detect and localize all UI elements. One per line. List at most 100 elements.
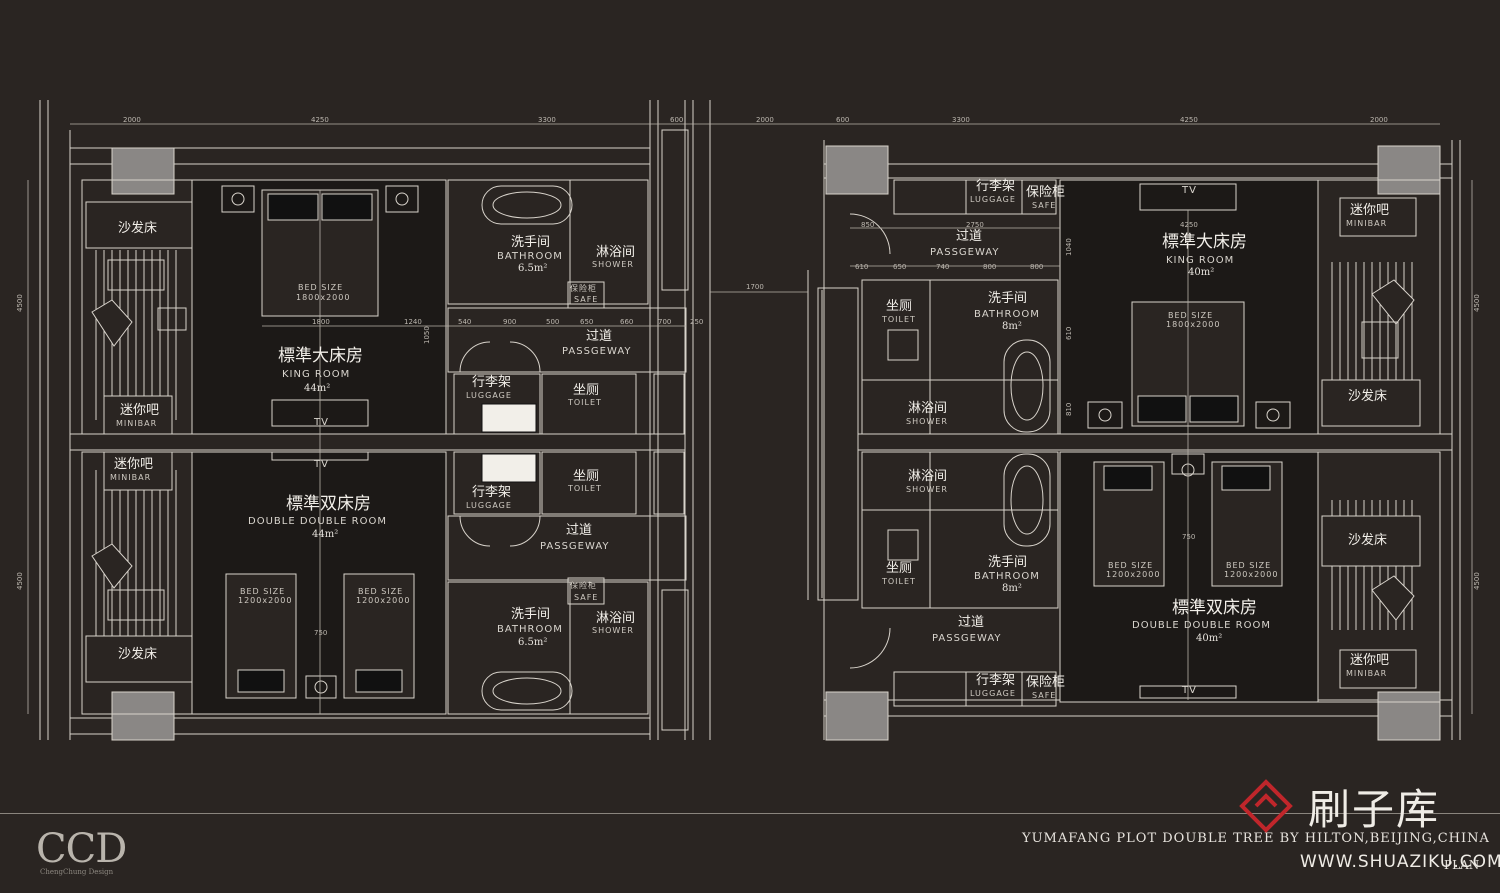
dim-right-vert-2: 610 [1065, 326, 1073, 340]
left-king-room-zh: 標準大床房 [278, 346, 363, 366]
right-king-minibar-zh: 迷你吧 [1350, 203, 1390, 218]
right-top-bathroom-zh: 洗手间 [988, 291, 1028, 306]
dim-top-left-4: 600 [670, 116, 684, 124]
left-top-shower-zh: 淋浴间 [596, 245, 636, 260]
left-bottom-shower-en: SHOWER [592, 626, 634, 635]
right-king-bed-size: BED SIZE [1168, 311, 1214, 320]
right-king-minibar-en: MINIBAR [1346, 219, 1388, 228]
left-plan-linework [39, 100, 711, 741]
right-bottom-passage-zh: 过道 [958, 615, 985, 630]
dim-left-mid-6: 650 [580, 318, 594, 326]
dim-left-mid-4: 900 [503, 318, 517, 326]
left-top-bathroom-zh: 洗手间 [511, 235, 551, 250]
dim-top-right-2: 3300 [952, 116, 970, 124]
dim-right-vert-3: 810 [1065, 402, 1073, 416]
dim-top-left-3: 3300 [538, 116, 556, 124]
brush-logo-icon [1239, 779, 1293, 833]
plan-label: PLAN [1444, 858, 1480, 872]
left-top-passage-zh: 过道 [586, 329, 613, 344]
right-double-sofa-bed: 沙发床 [1348, 533, 1388, 548]
left-bottom-toilet-zh: 坐厕 [573, 469, 600, 484]
left-bottom-passage-en: PASSGEWAY [540, 541, 610, 552]
dim-right-row1-2: 2750 [966, 221, 984, 229]
dim-left-side-2: 4500 [16, 572, 24, 590]
dim-right-row2-2: 650 [893, 263, 907, 271]
studio-logo: CCD [36, 826, 127, 872]
left-top-toilet-zh: 坐厕 [573, 383, 600, 398]
right-double-bed2-dim: 1200x2000 [1224, 570, 1279, 579]
right-bottom-safe-zh: 保险柜 [1026, 675, 1066, 690]
left-double-room-zh: 標準双床房 [286, 494, 371, 514]
left-king-minibar-en: MINIBAR [116, 419, 158, 428]
left-double-room-en: DOUBLE DOUBLE ROOM [248, 516, 387, 527]
right-king-room-en: KING ROOM [1166, 255, 1235, 266]
footer-divider [0, 813, 1500, 814]
dim-top-right-1: 600 [836, 116, 850, 124]
dim-top-left-2: 4250 [311, 116, 329, 124]
right-double-minibar-zh: 迷你吧 [1350, 653, 1390, 668]
left-bottom-bathroom-area: 6.5m² [518, 637, 548, 648]
left-top-luggage-zh: 行李架 [472, 375, 512, 390]
left-bottom-safe-zh: 保险柜 [570, 581, 597, 590]
dim-between: 2000 [756, 116, 774, 124]
dim-right-row2-3: 740 [936, 263, 950, 271]
left-top-passage-en: PASSGEWAY [562, 346, 632, 357]
right-top-bathroom-area: 8m² [1002, 321, 1022, 332]
right-bottom-toilet-en: TOILET [882, 577, 916, 586]
left-double-room-area: 44m² [312, 529, 339, 540]
right-bottom-shower-en: SHOWER [906, 485, 948, 494]
dim-right-row1-3: 4250 [1180, 221, 1198, 229]
left-king-bed-dim: 1800x2000 [296, 293, 351, 302]
left-top-safe-en: SAFE [574, 295, 599, 304]
left-bottom-luggage-zh: 行李架 [472, 485, 512, 500]
right-king-bed-dim: 1800x2000 [1166, 320, 1221, 329]
left-king-bed-size: BED SIZE [298, 283, 344, 292]
right-top-passage-zh: 过道 [956, 229, 983, 244]
right-double-bed2-size: BED SIZE [1226, 561, 1272, 570]
left-king-tv: TV [314, 417, 329, 428]
left-double-bed2-dim: 1200x2000 [356, 596, 411, 605]
right-top-bathroom-en: BATHROOM [974, 309, 1040, 320]
dim-right-row2-5: 800 [1030, 263, 1044, 271]
right-top-luggage-zh: 行李架 [976, 179, 1016, 194]
right-double-room-zh: 標準双床房 [1172, 598, 1257, 618]
right-top-safe-en: SAFE [1032, 201, 1057, 210]
right-top-toilet-en: TOILET [882, 315, 916, 324]
right-double-room-en: DOUBLE DOUBLE ROOM [1132, 620, 1271, 631]
studio-name: ChengChung Design [40, 868, 114, 876]
dim-left-mid-1: 1800 [312, 318, 330, 326]
dim-right-side-1: 4500 [1473, 294, 1481, 312]
dim-left-bed-gap: 750 [314, 629, 328, 637]
dim-left-vert: 1050 [423, 326, 431, 344]
dim-right-bed-gap: 750 [1182, 533, 1196, 541]
right-bottom-shower-zh: 淋浴间 [908, 469, 948, 484]
left-bottom-safe-en: SAFE [574, 593, 599, 602]
right-bottom-safe-en: SAFE [1032, 691, 1057, 700]
left-top-bathroom-en: BATHROOM [497, 251, 563, 262]
left-double-minibar-zh: 迷你吧 [114, 457, 154, 472]
right-top-shower-zh: 淋浴间 [908, 401, 948, 416]
right-top-luggage-en: LUGGAGE [970, 195, 1016, 204]
left-king-sofa-bed-label: 沙发床 [118, 221, 158, 236]
dim-top-right-4: 2000 [1370, 116, 1388, 124]
dim-left-mid-9: 250 [690, 318, 704, 326]
right-bottom-bathroom-zh: 洗手间 [988, 555, 1028, 570]
left-bottom-bathroom-zh: 洗手间 [511, 607, 551, 622]
left-double-bed1-dim: 1200x2000 [238, 596, 293, 605]
right-bottom-passage-en: PASSGEWAY [932, 633, 1002, 644]
left-double-bed1-size: BED SIZE [240, 587, 286, 596]
watermark-text: 刷子库 [1308, 785, 1441, 834]
left-king-room-en: KING ROOM [282, 369, 351, 380]
left-double-sofa-bed-label: 沙发床 [118, 647, 158, 662]
right-double-bed1-dim: 1200x2000 [1106, 570, 1161, 579]
dim-left-mid-7: 660 [620, 318, 634, 326]
left-king-minibar-zh: 迷你吧 [120, 403, 160, 418]
dim-left-mid-5: 500 [546, 318, 560, 326]
right-top-safe-zh: 保险柜 [1026, 185, 1066, 200]
right-double-tv: TV [1182, 685, 1197, 696]
left-top-luggage-en: LUGGAGE [466, 391, 512, 400]
left-double-bed2-size: BED SIZE [358, 587, 404, 596]
dim-right-side-2: 4500 [1473, 572, 1481, 590]
dim-top-left-1: 2000 [123, 116, 141, 124]
